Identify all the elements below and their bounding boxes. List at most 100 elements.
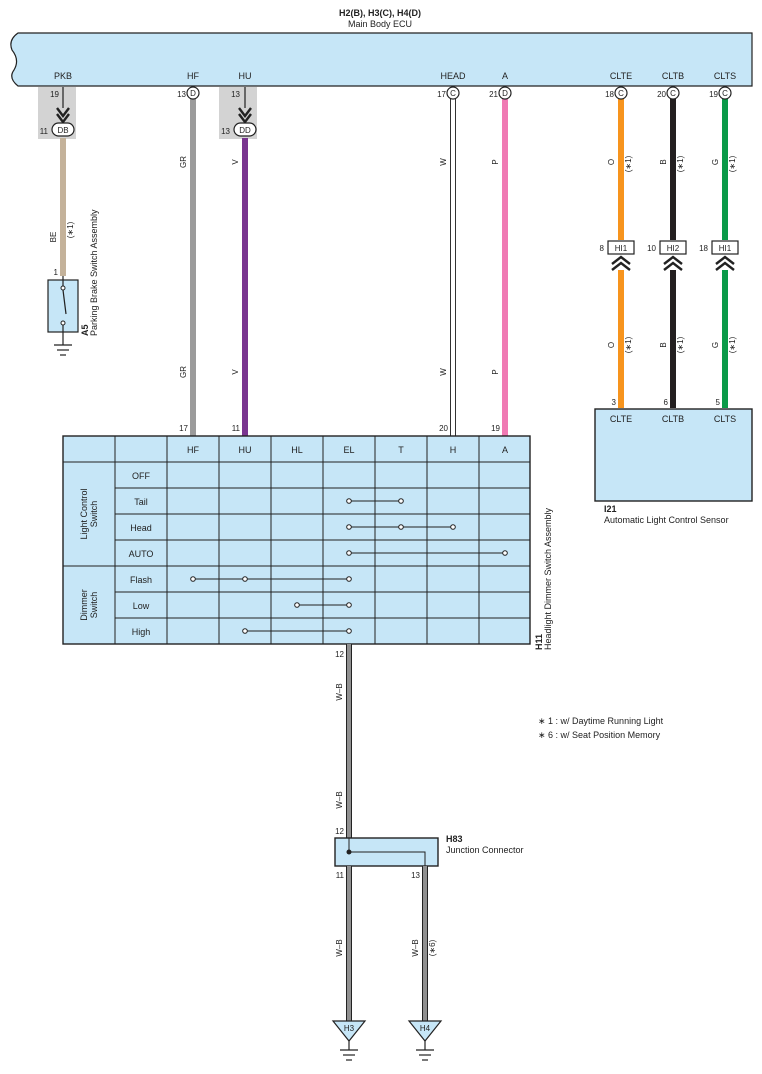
- chevron-down-icon: [238, 107, 252, 124]
- pin-number: 13: [411, 871, 420, 880]
- ecu-title: H2(B), H3(C), H4(D): [339, 8, 421, 18]
- component-name: Headlight Dimmer Switch Assembly: [543, 507, 553, 650]
- connector-label: HI1: [719, 244, 732, 253]
- group-label-light: Light Control Switch: [79, 488, 99, 540]
- pin-number: 18: [699, 244, 708, 253]
- ground-icon: [416, 1049, 434, 1061]
- wire-color-label: W–B: [411, 939, 420, 956]
- wire-color-label: W–B: [335, 683, 344, 700]
- column-header: HF: [187, 445, 199, 455]
- ground-label: H3: [344, 1024, 355, 1033]
- sensor-pin-name: CLTB: [662, 414, 684, 424]
- ecu-pin-name: PKB: [54, 71, 72, 81]
- wire-color-label: G: [711, 159, 720, 165]
- wire-color-label: P: [491, 159, 500, 164]
- ground-h4: H4: [407, 1020, 443, 1061]
- connector-letter: C: [722, 89, 728, 98]
- column-header: EL: [343, 445, 354, 455]
- sensor-body: [594, 408, 753, 502]
- ground-label: H4: [420, 1024, 431, 1033]
- wire-color-label: V: [231, 369, 240, 375]
- component-ref: I21: [604, 504, 617, 514]
- connector-letter: C: [670, 89, 676, 98]
- db-inline-connector: 11 DB: [40, 107, 75, 137]
- connector-label: HI1: [615, 244, 628, 253]
- component-ref: A5: [80, 324, 90, 336]
- wire-color-label: W: [439, 368, 448, 376]
- dd-inline-connector: 13 DD: [221, 107, 257, 137]
- ecu-pin-name: CLTB: [662, 71, 684, 81]
- group-label-dimmer: Dimmer Switch: [79, 589, 99, 621]
- connector-circle: [718, 86, 732, 100]
- wire-note-label: (∗1): [728, 155, 737, 172]
- hi-connectors: 8 HI1 10 HI2 18 HI1: [600, 240, 739, 271]
- dimmer-switch-table: HF HU HL EL T H A OFF Tail Head AUTO Fla…: [62, 435, 553, 650]
- pin-number: 10: [647, 244, 656, 253]
- ground-icon: [340, 1049, 358, 1061]
- wire-color-label: P: [491, 369, 500, 374]
- chevron-up-icon: [715, 255, 735, 271]
- wire-color-label: V: [231, 159, 240, 165]
- pin-number: 19: [709, 90, 718, 99]
- ground-icon: [54, 344, 72, 356]
- ecu-pin-name: HF: [187, 71, 199, 81]
- row-label: Head: [130, 523, 152, 533]
- connector-box: [711, 240, 739, 255]
- wire-color-label: B: [659, 159, 668, 164]
- connector-box: [607, 240, 635, 255]
- ground-h3: H3: [331, 1020, 367, 1061]
- connector-circle: [666, 86, 680, 100]
- light-control-sensor: 3 6 5 CLTE CLTB CLTS I21 Automatic Light…: [594, 398, 753, 525]
- wire-note-label: (∗1): [624, 336, 633, 353]
- pin-number: 17: [179, 424, 188, 433]
- connector-label: HI2: [667, 244, 680, 253]
- ecu-pin-name: CLTE: [610, 71, 632, 81]
- wire-note-label: (∗1): [66, 221, 75, 238]
- column-header: HU: [239, 445, 252, 455]
- wire-note-label: (∗1): [728, 336, 737, 353]
- pin-number: 19: [491, 424, 500, 433]
- pin-number: 19: [50, 90, 59, 99]
- ecu-pin-name: HEAD: [440, 71, 466, 81]
- wire-color-label: W: [439, 158, 448, 166]
- connector-pill: [51, 122, 75, 137]
- ecu-body: [10, 32, 753, 87]
- wire-color-label: G: [711, 342, 720, 348]
- row-label: Tail: [134, 497, 148, 507]
- connector-letter: D: [502, 89, 508, 98]
- ecu-pin-connectors: 19 13 D 13 17 C 21 D 18 C 20 C 19 C: [50, 86, 732, 100]
- connector-label: DD: [239, 126, 251, 135]
- connector-letter: C: [618, 89, 624, 98]
- wire-color-label: BE: [49, 232, 58, 243]
- row-label: Flash: [130, 575, 152, 585]
- wire-note-label: (∗1): [624, 155, 633, 172]
- chevron-up-icon: [611, 255, 631, 271]
- pin-number: 13: [221, 127, 230, 136]
- wire-color-label: B: [659, 342, 668, 347]
- pin-number: 11: [40, 127, 49, 136]
- pin-number: 11: [232, 424, 241, 433]
- column-header: T: [398, 445, 404, 455]
- pin-number: 20: [657, 90, 666, 99]
- footnotes: ∗ 1 : w/ Daytime Running Light ∗ 6 : w/ …: [538, 716, 664, 740]
- pin-number: 18: [605, 90, 614, 99]
- pin-number: 11: [336, 871, 345, 880]
- connector-label: DB: [57, 126, 68, 135]
- pin-number: 1: [54, 268, 59, 277]
- wire-note-label: (∗1): [676, 336, 685, 353]
- wire-color-label: W–B: [335, 791, 344, 808]
- chevron-up-icon: [663, 255, 683, 271]
- group-label-dimmer-container: Dimmer Switch: [79, 589, 99, 621]
- footnote: ∗ 1 : w/ Daytime Running Light: [538, 716, 664, 726]
- connector-circle: [186, 86, 200, 100]
- parking-brake-switch: 1 A5 Parking Brake Switch Assembly: [47, 209, 99, 356]
- wire-color-label: GR: [179, 156, 188, 168]
- connector-letter: C: [450, 89, 456, 98]
- row-label: Low: [133, 601, 150, 611]
- ecu-pin-name: CLTS: [714, 71, 736, 81]
- pin-number: 5: [716, 398, 721, 407]
- pin-number: 17: [437, 90, 446, 99]
- pin-number: 3: [612, 398, 617, 407]
- connector-circle: [498, 86, 512, 100]
